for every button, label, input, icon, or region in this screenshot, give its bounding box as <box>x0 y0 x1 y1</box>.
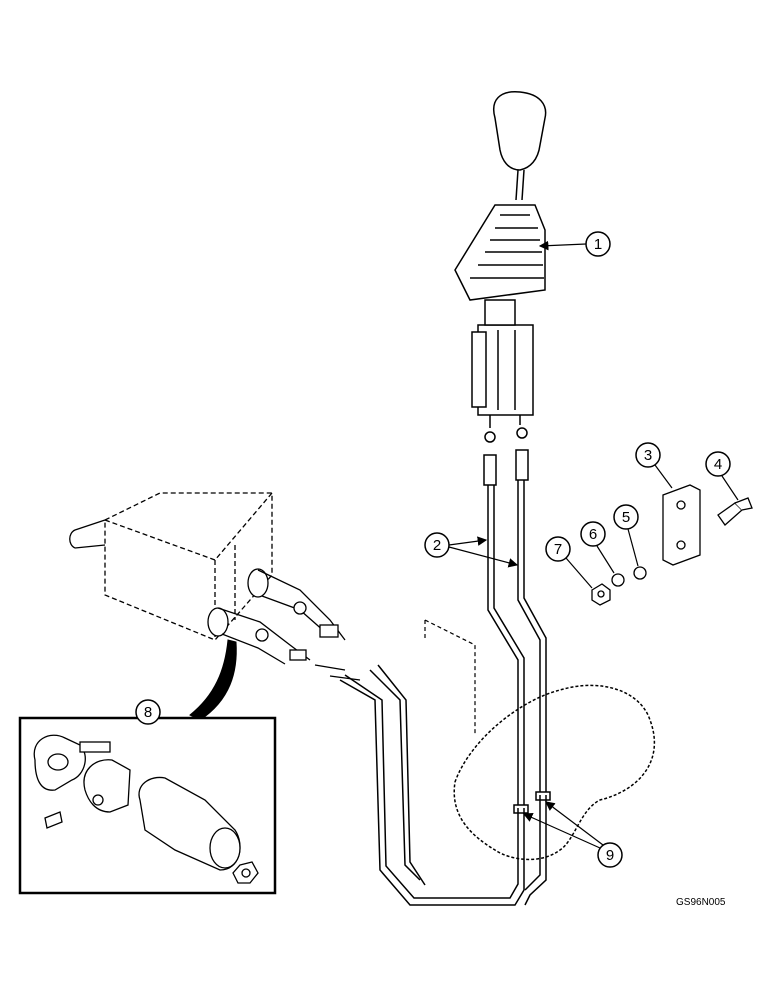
floor-cutaway <box>453 684 656 861</box>
callout-2-label: 2 <box>433 537 441 554</box>
callout-1: 1 <box>538 231 611 257</box>
callout-2: 2 <box>424 532 519 568</box>
control-lever <box>454 91 547 428</box>
callout-4: 4 <box>705 451 739 501</box>
callout-9: 9 <box>522 801 623 868</box>
callout-5-label: 5 <box>622 509 630 526</box>
control-valve <box>69 492 361 681</box>
drawing-reference: GS96N005 <box>676 897 726 908</box>
callout-8: 8 <box>135 699 161 725</box>
callout-5: 5 <box>613 504 639 567</box>
housing-outline <box>424 619 476 735</box>
callout-7: 7 <box>545 536 593 589</box>
callout-8-label: 8 <box>144 704 152 721</box>
callout-7-label: 7 <box>554 541 562 558</box>
detail-arrow <box>189 639 237 721</box>
callout-3-label: 3 <box>644 447 652 464</box>
callout-3: 3 <box>635 442 673 489</box>
callout-6: 6 <box>580 521 615 574</box>
callout-1-label: 1 <box>594 236 602 253</box>
callout-4-label: 4 <box>714 456 722 473</box>
detail-parts <box>33 734 259 884</box>
callout-6-label: 6 <box>589 526 597 543</box>
callout-9-label: 9 <box>606 847 614 864</box>
hardware <box>591 484 753 606</box>
control-cables <box>339 427 551 906</box>
